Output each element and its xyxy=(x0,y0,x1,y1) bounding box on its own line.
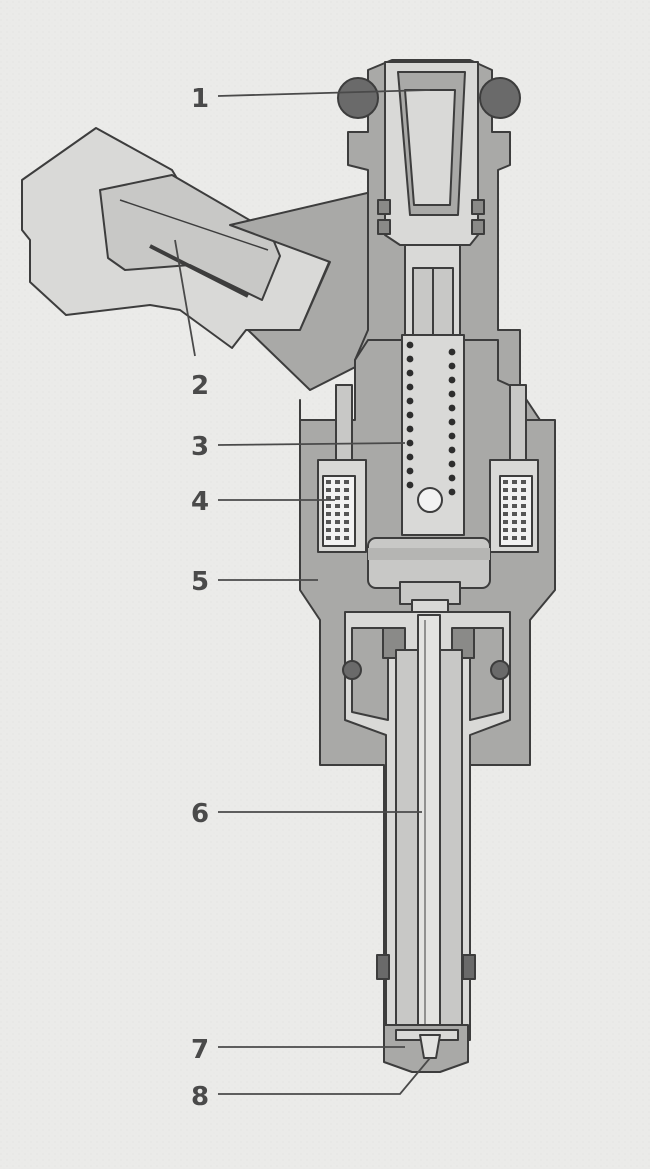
callout-6: 6 xyxy=(191,799,209,829)
winding-mark xyxy=(326,520,331,524)
winding-mark xyxy=(503,488,508,492)
winding-mark xyxy=(344,536,349,540)
winding-mark xyxy=(503,504,508,508)
winding-mark xyxy=(326,512,331,516)
winding-mark xyxy=(344,512,349,516)
callout-7: 7 xyxy=(191,1035,209,1065)
winding-mark xyxy=(326,480,331,484)
spring-coil xyxy=(448,488,456,496)
spring-coil xyxy=(448,390,456,398)
winding-mark xyxy=(512,536,517,540)
winding-mark xyxy=(326,488,331,492)
winding-mark xyxy=(521,536,526,540)
winding-mark xyxy=(521,528,526,532)
winding-mark xyxy=(512,520,517,524)
winding-mark xyxy=(335,528,340,532)
callout-4: 4 xyxy=(191,487,209,517)
leader-line-2 xyxy=(174,239,196,357)
winding-mark xyxy=(335,536,340,540)
spring-coil xyxy=(406,453,414,461)
winding-mark xyxy=(521,496,526,500)
winding-mark xyxy=(326,496,331,500)
spring-coil xyxy=(448,348,456,356)
spring-coil xyxy=(448,418,456,426)
winding-mark xyxy=(335,480,340,484)
spring-coil xyxy=(448,376,456,384)
coil-windings xyxy=(326,480,526,540)
winding-mark xyxy=(512,528,517,532)
spring-seat xyxy=(417,487,443,513)
leader-line-1 xyxy=(217,89,431,97)
winding-mark xyxy=(521,520,526,524)
spring-coil xyxy=(448,460,456,468)
injector-body xyxy=(21,59,556,1073)
spring-coil xyxy=(406,467,414,475)
winding-mark xyxy=(521,504,526,508)
winding-mark xyxy=(335,512,340,516)
winding-mark xyxy=(344,504,349,508)
winding-mark xyxy=(503,512,508,516)
winding-mark xyxy=(521,512,526,516)
winding-mark xyxy=(335,520,340,524)
o-ring-top xyxy=(337,77,521,119)
winding-mark xyxy=(503,536,508,540)
callout-1: 1 xyxy=(191,84,209,114)
winding-mark xyxy=(344,488,349,492)
callout-2: 2 xyxy=(191,371,209,401)
winding-mark xyxy=(344,528,349,532)
spring-coil xyxy=(406,439,414,447)
winding-mark xyxy=(326,504,331,508)
spring-coil xyxy=(448,474,456,482)
spring-coil xyxy=(448,446,456,454)
winding-mark xyxy=(503,520,508,524)
winding-mark xyxy=(512,488,517,492)
winding-mark xyxy=(503,528,508,532)
winding-mark xyxy=(344,520,349,524)
spring xyxy=(406,341,456,496)
spring-coil xyxy=(406,425,414,433)
winding-mark xyxy=(335,488,340,492)
spring-coil xyxy=(406,355,414,363)
winding-mark xyxy=(512,504,517,508)
winding-mark xyxy=(512,480,517,484)
needle xyxy=(417,614,441,1046)
spring-coil xyxy=(406,369,414,377)
callout-3: 3 xyxy=(191,432,209,462)
spring-coil xyxy=(448,404,456,412)
leader-line-8 xyxy=(218,1057,431,1095)
winding-mark xyxy=(512,512,517,516)
winding-mark xyxy=(512,496,517,500)
spring-coil xyxy=(448,432,456,440)
spring-coil xyxy=(406,411,414,419)
spring-coil xyxy=(448,362,456,370)
winding-mark xyxy=(521,480,526,484)
nozzle-tip xyxy=(376,954,476,1073)
upper-housing xyxy=(347,59,541,421)
leader-line-3 xyxy=(217,442,406,446)
winding-mark xyxy=(326,528,331,532)
winding-mark xyxy=(503,496,508,500)
callout-8: 8 xyxy=(191,1082,209,1112)
spring-coil xyxy=(406,383,414,391)
leader-lines xyxy=(174,89,431,1095)
armature-disc xyxy=(367,537,491,621)
spring-coil xyxy=(406,397,414,405)
electrical-connector xyxy=(21,127,386,391)
spring-coil xyxy=(406,341,414,349)
callout-labels: 1 2 3 4 5 6 7 8 xyxy=(191,84,209,1112)
winding-mark xyxy=(503,480,508,484)
callout-5: 5 xyxy=(191,567,209,597)
winding-mark xyxy=(521,488,526,492)
winding-mark xyxy=(326,536,331,540)
winding-mark xyxy=(344,496,349,500)
winding-mark xyxy=(335,504,340,508)
winding-mark xyxy=(344,480,349,484)
spring-coil xyxy=(406,481,414,489)
winding-mark xyxy=(335,496,340,500)
